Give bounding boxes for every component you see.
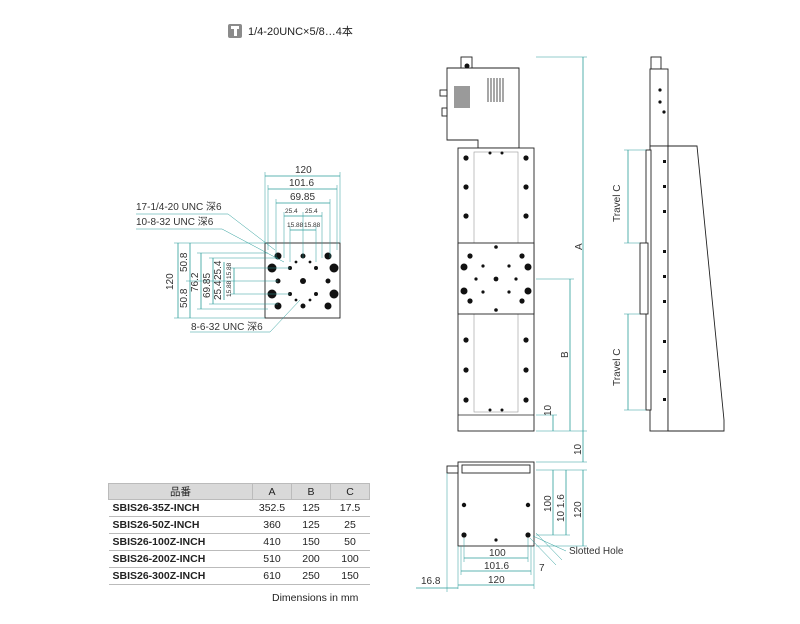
dim-16-8: 16.8 — [421, 576, 441, 587]
dim-top-15-88-left: 15.88 — [287, 222, 304, 229]
slotted-hole-label: Slotted Hole — [569, 546, 624, 557]
dim-a: A — [574, 243, 585, 250]
dim-left-50-8-bottom: 50.8 — [179, 288, 190, 308]
dim-100-bottom: 100 — [489, 548, 506, 559]
spec-table: 品番 A B C SBIS26-35Z-INCH 352.5 125 17.5 … — [108, 483, 370, 585]
dim-120-side: 120 — [573, 501, 584, 518]
units-footnote: Dimensions in mm — [272, 592, 359, 604]
dim-b: B — [560, 351, 571, 358]
hole-callout-8: 8-6-32 UNC 深6 — [191, 321, 263, 333]
table-row: SBIS26-35Z-INCH 352.5 125 17.5 — [108, 499, 370, 517]
dim-left-50-8-top: 50.8 — [179, 252, 190, 272]
dim-left-25-4-bottom: 25.4 — [213, 280, 224, 300]
dim-top-25-4-left: 25.4 — [285, 208, 298, 215]
stage-front-view: A B 10 — [439, 56, 587, 432]
table-header-row: 品番 A B C — [108, 483, 370, 500]
col-b: B — [291, 483, 331, 500]
col-model: 品番 — [108, 483, 253, 500]
dim-left-25-4-top: 25.4 — [213, 260, 224, 280]
dim-top-15-88-right: 15.88 — [304, 222, 321, 229]
dim-101-6-bottom: 101.6 — [484, 561, 509, 572]
thread-note-text: 1/4-20UNC×5/8…4本 — [248, 26, 353, 38]
side-bracket — [667, 145, 725, 432]
stage-side-view: Travel C Travel C — [612, 56, 725, 432]
dim-10-gap: 10 — [573, 443, 584, 455]
travel-c-bottom: Travel C — [612, 349, 623, 386]
thread-note: 1/4-20UNC×5/8…4本 — [228, 22, 353, 40]
base-plate — [457, 461, 535, 547]
hole-callout-17: 17-1/4-20 UNC 深6 — [136, 201, 222, 213]
hole-callout-10: 10-8-32 UNC 深6 — [136, 216, 214, 228]
dim-10-front: 10 — [543, 404, 554, 416]
dim-10-16: 10 1.6 — [556, 494, 567, 522]
travel-c-top: Travel C — [612, 185, 623, 222]
dim-100-side: 100 — [543, 495, 554, 512]
carriage-top-view: 120 101.6 69.85 25.4 25.4 15.88 15.88 12… — [136, 165, 341, 333]
col-a: A — [252, 483, 292, 500]
dim-120-bottom: 120 — [488, 575, 505, 586]
dim-top-120: 120 — [295, 165, 312, 176]
table-row: SBIS26-50Z-INCH 360 125 25 — [108, 516, 370, 534]
col-c: C — [330, 483, 370, 500]
dim-7: 7 — [539, 563, 545, 574]
table-row: SBIS26-100Z-INCH 410 150 50 — [108, 533, 370, 551]
dim-left-76-2: 76.2 — [190, 272, 201, 292]
dim-left-15-88-bottom: 15.88 — [226, 280, 233, 297]
dim-top-101-6: 101.6 — [289, 178, 314, 189]
dim-left-120: 120 — [165, 273, 176, 290]
tapped-hole-icon — [228, 24, 242, 38]
dim-left-69-85: 69.85 — [202, 273, 213, 298]
dim-top-69-85: 69.85 — [290, 192, 315, 203]
table-row: SBIS26-200Z-INCH 510 200 100 — [108, 550, 370, 568]
stage-bottom-view: 10 120 10 1.6 100 100 101.6 120 16.8 7 S… — [416, 431, 624, 592]
dim-top-25-4-right: 25.4 — [305, 208, 318, 215]
dim-left-15-88-top: 15.88 — [226, 262, 233, 279]
table-row: SBIS26-300Z-INCH 610 250 150 — [108, 567, 370, 585]
